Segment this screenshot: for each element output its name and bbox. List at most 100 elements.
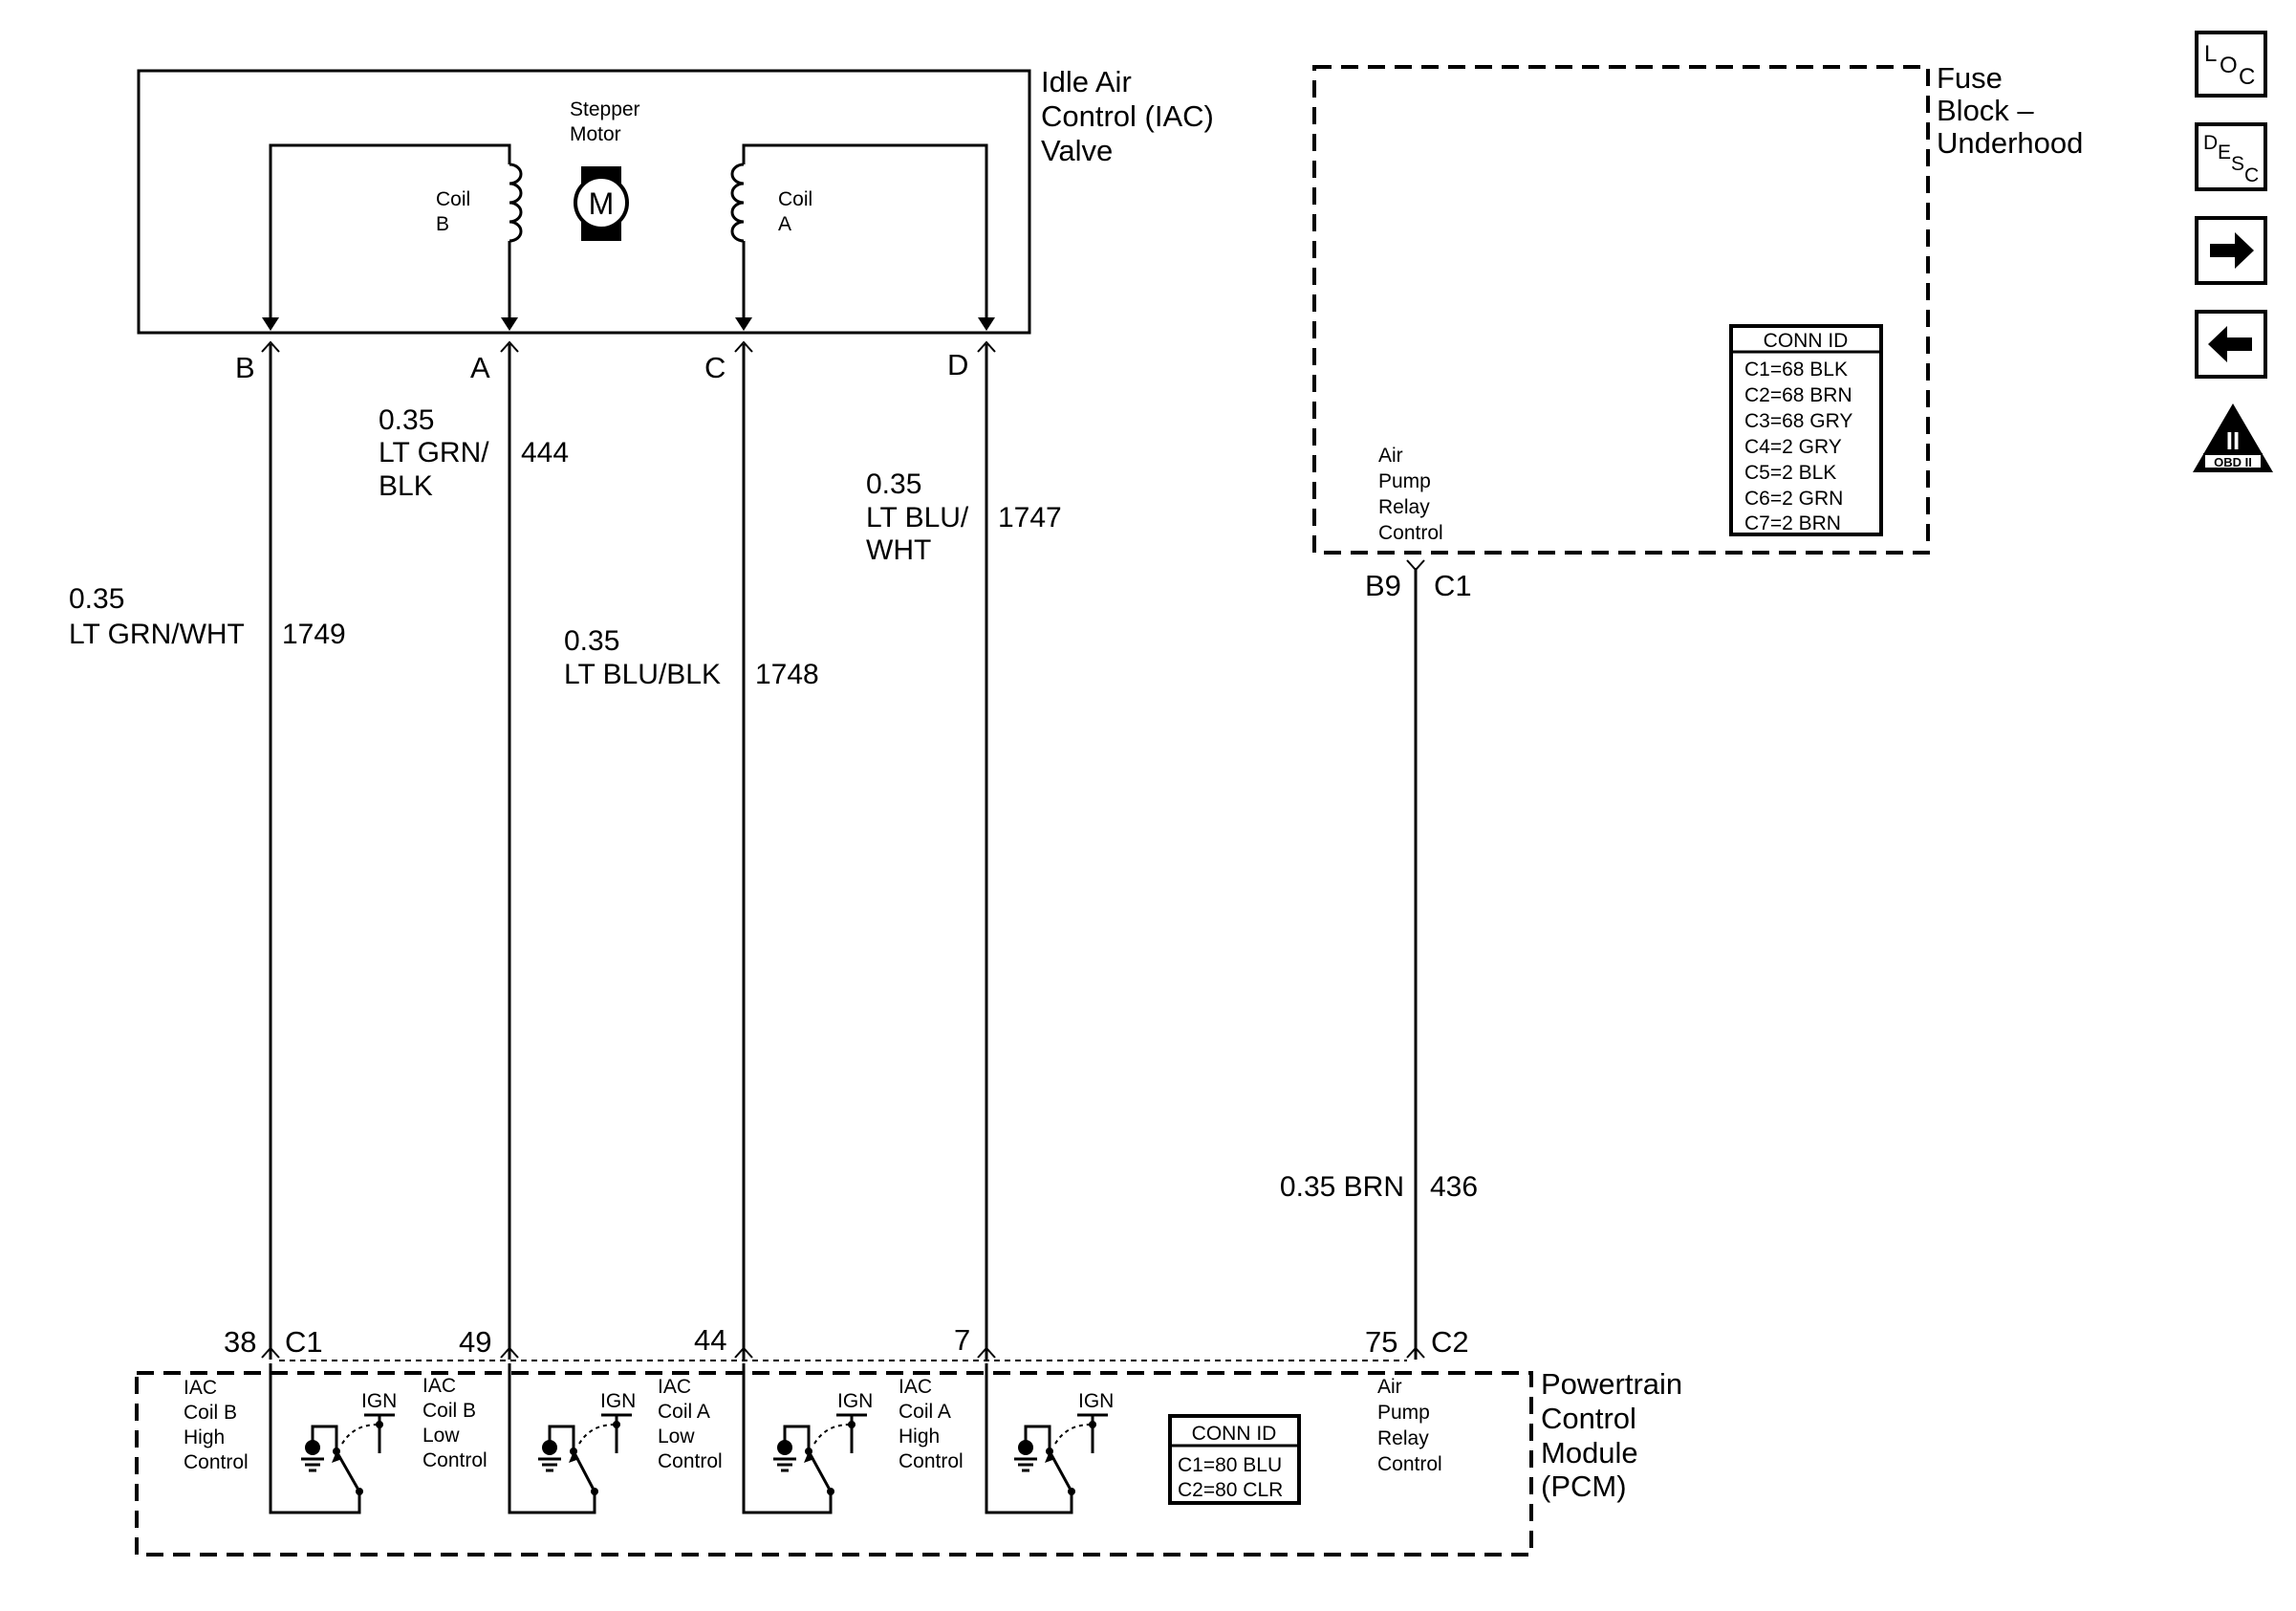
connector-c [734,340,753,353]
iac-valve-box [137,69,1031,335]
driver-label: Coil A [658,1401,710,1423]
wire-1748-color: LT BLU/BLK [564,659,721,690]
loc-letter-l: L [2204,41,2217,67]
pin-d-label: D [947,348,968,381]
desc-letter-c: C [2244,164,2259,186]
pcm-pin-38: 38 [224,1325,256,1359]
fuse-conn-row-2: C2=68 BRN [1744,384,1852,406]
stepper-motor-label-line1: Stepper [570,98,640,120]
desc-button[interactable]: D E S C [2195,122,2267,191]
pcm-connector-c1: C1 [285,1325,323,1359]
coil-a-label-line2: A [778,213,791,235]
driver-label: Control [899,1450,964,1472]
motor-symbol: M [589,186,615,221]
wire-1749-circuit: 1749 [282,619,346,650]
fuse-conn-row-7: C7=2 BRN [1744,512,1841,534]
driver-label: Coil B [422,1400,476,1422]
iac-wires: B A C D 0.35 LT GRN/WHT 1749 0.35 LT GRN… [69,340,1425,1361]
obd-ii-button[interactable]: II OBD II [2193,403,2273,472]
wire-436-circuit: 436 [1430,1171,1478,1203]
arrow-left-icon [2208,326,2252,362]
driver-label: Control [184,1451,249,1473]
coil-a-icon [730,163,745,243]
fuse-block-title-line2: Block – [1937,94,2034,127]
ign-label: IGN [837,1390,873,1412]
loc-letter-o: O [2220,53,2238,78]
driver-label: Coil A [899,1401,951,1423]
driver-wire [742,1363,833,1514]
pcm-connector-38 [261,1346,280,1359]
nav-buttons: L O C D E S C II OBD II [2193,31,2273,472]
pcm-air-pump-label-line2: Pump [1377,1402,1430,1424]
driver-label: High [184,1426,225,1448]
fuse-block-title-line1: Fuse [1937,61,2003,95]
connector-b [261,340,280,353]
fuse-conn-row-5: C5=2 BLK [1744,462,1836,484]
pcm-air-pump-label-line4: Control [1377,1453,1442,1475]
pcm-air-pump-label-line3: Relay [1377,1427,1429,1449]
wire-1748-circuit: 1748 [755,659,819,690]
pcm-driver-coil-b-high: IAC Coil B High Control IGN [184,1363,397,1514]
ground-node [777,1440,792,1455]
pcm-pin-75: 75 [1365,1325,1397,1359]
pcm-driver-coil-b-low: IAC Coil B Low Control IGN [422,1363,636,1514]
ground-lead [311,1425,338,1451]
fuse-connector-c1: C1 [1434,569,1472,602]
fuse-conn-row-6: C6=2 GRN [1744,488,1843,510]
driver-label: Coil B [184,1402,237,1424]
driver-label: IAC [658,1376,691,1398]
fuse-block-title-line3: Underhood [1937,126,2083,160]
next-button[interactable] [2195,216,2267,285]
wire-444-color-line1: LT GRN/ [379,437,489,468]
obd-roman-numeral: II [2226,426,2240,455]
wire-1748-size: 0.35 [564,625,619,657]
wire-444-size: 0.35 [379,404,434,436]
pcm-air-pump-label-line1: Air [1377,1376,1402,1398]
fuse-pin-b9: B9 [1365,569,1401,602]
fuse-circuit-label-line3: Relay [1378,496,1430,518]
wire-444-circuit: 444 [521,437,569,468]
fuse-conn-row-1: C1=68 BLK [1744,359,1848,381]
ign-label: IGN [361,1390,397,1412]
pin-b-arrow [262,317,279,331]
fuse-circuit-label-line1: Air [1378,445,1403,467]
obd-ii-label: OBD II [2214,455,2252,469]
fuse-conn-row-4: C4=2 GRY [1744,436,1842,458]
driver-label: Control [658,1450,723,1472]
wire-1749-color: LT GRN/WHT [69,619,245,650]
coil-b-label-line2: B [436,213,449,235]
driver-label: High [899,1426,940,1448]
pin-d-arrow [978,317,995,331]
switch-arrow [332,1451,342,1463]
pcm-conn-id-table: CONN ID C1=80 BLU C2=80 CLR [1168,1414,1301,1505]
loc-button[interactable]: L O C [2195,31,2267,98]
wire-1747-color-line1: LT BLU/ [866,502,969,533]
ign-link [1054,1424,1092,1445]
ground-node [1018,1440,1033,1455]
pcm-title-line2: Control [1541,1402,1636,1435]
coil-b-icon [509,163,523,243]
ground-node [542,1440,557,1455]
pcm-connector-c2: C2 [1431,1325,1469,1359]
wire-436-size-color: 0.35 BRN [1280,1171,1404,1203]
prev-button[interactable] [2195,310,2267,379]
stepper-motor-icon: M [574,166,629,241]
driver-label: IAC [422,1375,456,1397]
pcm-box [135,1371,1533,1557]
driver-label: IAC [899,1376,932,1398]
stepper-motor-label-line2: Motor [570,123,621,145]
pcm-connector-7 [977,1346,996,1359]
pcm-pin-44: 44 [694,1323,726,1357]
wire-1747-circuit: 1747 [998,502,1062,533]
iac-valve: Idle Air Control (IAC) Valve Coil B Coil… [137,65,1214,335]
pin-b-label: B [235,351,255,384]
pcm-driver-coil-a-low: IAC Coil A Low Control IGN [658,1363,873,1514]
ground-lead [548,1425,575,1451]
fuse-block: Fuse Block – Underhood Air Pump Relay Co… [1280,61,2083,1360]
switch-arrow [569,1451,579,1463]
coil-b-loop [269,143,511,325]
pin-c-label: C [704,351,726,384]
driver-wire [269,1363,361,1514]
fuse-block-box [1312,65,1930,555]
